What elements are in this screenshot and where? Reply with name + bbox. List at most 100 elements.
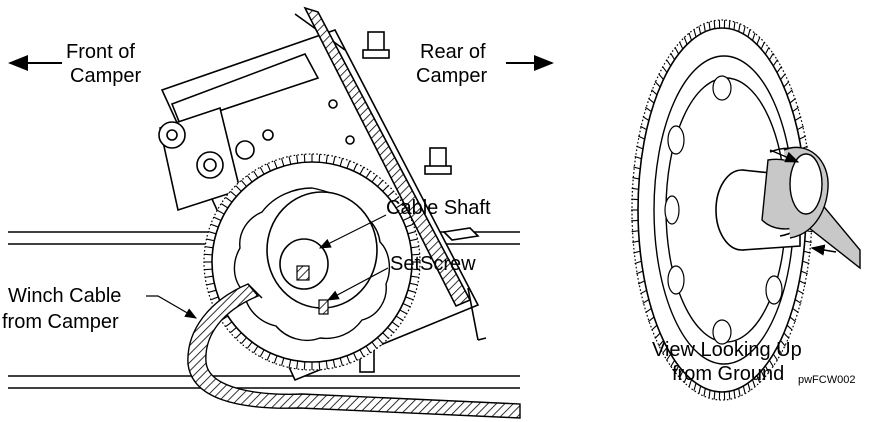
gear-tooth <box>288 156 292 165</box>
gear-tooth <box>698 385 702 394</box>
gear-tooth <box>296 155 299 164</box>
gear-tooth <box>665 353 672 361</box>
gear-tooth <box>708 21 711 30</box>
gear-tooth <box>783 81 790 88</box>
gear-tooth <box>789 97 796 104</box>
winch-cable-label-line2: from Camper <box>2 311 119 333</box>
gear-tooth <box>296 360 299 369</box>
gear-tooth <box>409 238 418 242</box>
gear-tooth <box>780 340 786 347</box>
gear-tooth <box>674 365 680 373</box>
gear-tooth <box>365 170 371 179</box>
gear-tooth <box>661 347 668 354</box>
gear-tooth <box>703 23 706 32</box>
gear-tooth <box>407 231 416 235</box>
gear-tooth <box>205 246 214 249</box>
gear-tooth <box>764 365 770 373</box>
gear-tooth <box>387 190 394 197</box>
gear-tooth <box>391 196 399 203</box>
gear-tooth <box>332 359 336 368</box>
gear-tooth <box>395 315 404 321</box>
winch-cable-label-line1: Winch Cable <box>8 285 121 307</box>
gear-tooth <box>654 81 661 88</box>
gear-tooth <box>789 316 796 323</box>
gear-tooth <box>288 359 292 368</box>
set-screw-part <box>318 299 329 315</box>
gear-tooth <box>225 196 233 203</box>
gear-tooth <box>645 106 652 113</box>
leader-lines <box>146 214 389 319</box>
gear-tooth <box>259 349 265 358</box>
gear-tooth <box>654 332 661 339</box>
gear-tooth <box>670 359 676 368</box>
front-label-line2: Camper <box>70 65 141 87</box>
gear-tooth <box>377 180 384 187</box>
view-label-line1: View Looking Up <box>652 339 802 361</box>
front-label-line1: Front of <box>66 41 135 63</box>
gear-tooth <box>799 135 807 140</box>
bolt-top <box>362 31 390 59</box>
cable-shaft-leader <box>318 214 387 249</box>
gear-tooth <box>747 29 751 38</box>
gear-tooth <box>632 240 640 243</box>
gear-tooth <box>634 155 642 160</box>
gear-tooth <box>640 125 647 131</box>
gear-tooth <box>768 52 774 61</box>
gear-tooth <box>797 125 804 131</box>
gear-tooth <box>382 332 389 339</box>
gear-tooth <box>733 390 736 399</box>
gear-tooth <box>405 296 414 301</box>
gear-tooth <box>776 66 783 73</box>
gear-tooth <box>325 360 328 369</box>
gear-tooth <box>751 32 756 41</box>
gear-tooth <box>303 361 306 370</box>
gear-tooth <box>382 185 389 192</box>
gear-tooth <box>402 303 411 308</box>
set-screw-leader <box>326 267 389 301</box>
gear-tooth <box>751 379 756 388</box>
gear-tooth <box>230 327 237 334</box>
gear-tooth <box>213 216 222 221</box>
gear-tooth <box>410 275 419 278</box>
gear-tooth <box>365 345 371 354</box>
gear-tooth <box>799 280 807 285</box>
gear-tooth <box>693 29 697 38</box>
gear-tooth <box>339 357 343 366</box>
gear-tooth <box>204 268 213 271</box>
gear-tooth <box>346 355 351 364</box>
gear-tooth <box>273 355 278 364</box>
gear-tooth <box>332 156 336 165</box>
gear-tooth <box>253 170 259 179</box>
gear-tooth <box>208 289 217 293</box>
gear-tooth <box>353 163 358 172</box>
gear-tooth <box>804 240 812 243</box>
gear-tooth <box>794 299 802 304</box>
gear-tooth <box>266 352 271 361</box>
gear-tooth <box>371 341 378 349</box>
gear-tooth <box>281 158 285 167</box>
gear-tooth <box>246 341 253 349</box>
gear-tooth <box>665 59 672 67</box>
gear-tooth <box>637 135 645 140</box>
rear-label-line2: Camper <box>416 65 487 87</box>
gear-tooth <box>728 20 731 29</box>
gear-tooth <box>359 166 365 175</box>
gear-tooth <box>670 52 676 61</box>
hub-lobes-right <box>664 75 783 345</box>
gear-tooth <box>259 166 265 175</box>
gear-tooth <box>407 289 416 293</box>
gear-tooth <box>402 216 411 221</box>
gear-tooth <box>377 337 384 344</box>
gear-right <box>631 19 861 401</box>
gear-tooth <box>679 370 684 379</box>
gear-tooth <box>235 185 242 192</box>
gear-tooth <box>800 270 808 275</box>
winch-cable <box>187 283 521 419</box>
gear-tooth <box>764 47 770 55</box>
gear-tooth <box>713 391 716 400</box>
gear-tooth <box>642 299 650 304</box>
figure-id: pwFCW002 <box>798 374 855 386</box>
gear-tooth <box>693 382 697 391</box>
gear-tooth <box>786 324 793 331</box>
gear-tooth <box>786 89 793 96</box>
